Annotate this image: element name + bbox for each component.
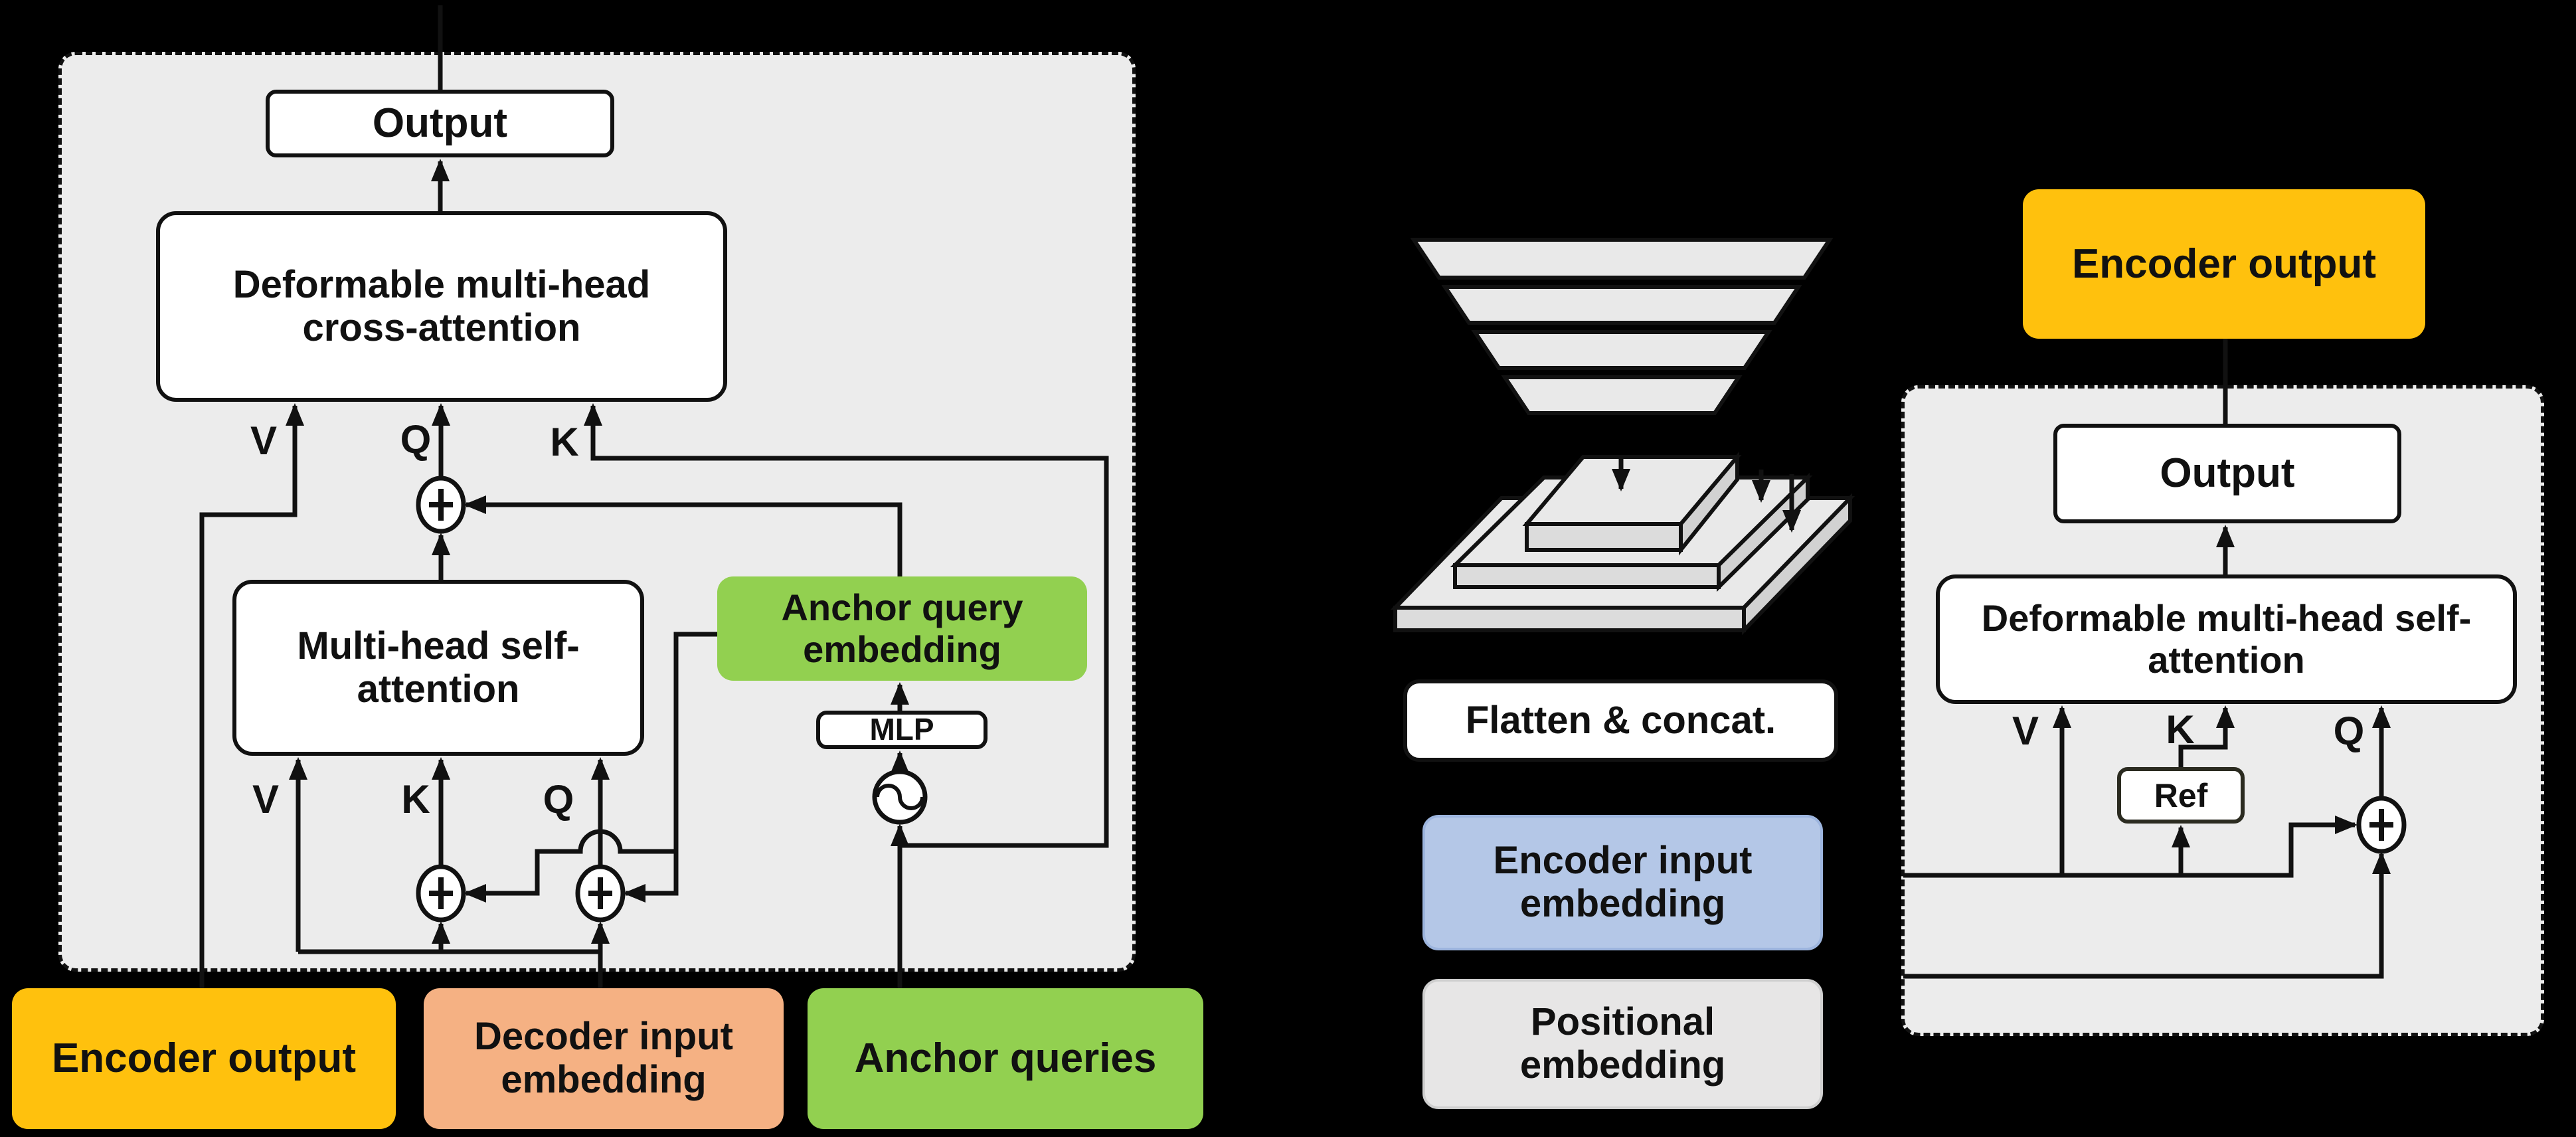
anchor-embed-to-qplus-arrow [623, 632, 717, 903]
decoder-encoder-output-label: Encoder output [51, 1035, 357, 1082]
decoder-cross-attention-label: Deformable multi-head cross-attention [232, 262, 651, 349]
encoder-input-embedding-label: Encoder input embedding [1493, 839, 1753, 925]
pyramid-level-3 [1471, 330, 1772, 370]
pos-bus-to-plus-arrow [1903, 851, 2391, 979]
decoder-k-plus-icon [416, 864, 466, 922]
positional-embedding-box: Positional embedding [1422, 979, 1823, 1109]
encoder-output-label: Encoder output [2071, 240, 2377, 287]
sine-generator-icon [872, 769, 928, 825]
anchor-query-embedding-box: Anchor query embedding [717, 576, 1087, 681]
feature-map-stack [1390, 451, 1855, 636]
decoder-self-attention-box: Multi-head self-attention [232, 580, 644, 756]
decoder-cross-v-label: V [250, 418, 278, 463]
decoder-output-box: Output [266, 90, 614, 157]
anchor-queries-label: Anchor queries [854, 1035, 1157, 1082]
decoder-input-embedding-label: Decoder input embedding [474, 1015, 733, 1101]
decoder-input-embedding-box: Decoder input embedding [424, 988, 784, 1129]
anchor-queries-box: Anchor queries [808, 988, 1203, 1129]
mlp-label: MLP [869, 712, 934, 747]
pyramid-level-4 [1501, 375, 1743, 415]
encoder-input-embedding-box: Encoder input embedding [1422, 815, 1823, 950]
encoder-self-attention-label: Deformable multi-head self-attention [1981, 596, 2472, 681]
anchor-embed-to-plus-arrow [464, 495, 902, 576]
flatten-arrows [1612, 456, 1801, 533]
decoder-self-attention-label: Multi-head self-attention [297, 624, 580, 711]
encoder-inner-output-label: Output [2160, 450, 2295, 497]
pyramid-level-2 [1441, 285, 1802, 325]
feature-pyramid [1410, 238, 1834, 415]
encoder-output-box: Encoder output [2023, 189, 2425, 339]
decoder-self-q-label: Q [543, 776, 574, 822]
mlp-box: MLP [816, 711, 987, 749]
anchor-query-embedding-label: Anchor query embedding [781, 586, 1023, 670]
encoder-k-label: K [2166, 707, 2195, 752]
decoder-encoder-output-box: Encoder output [12, 988, 396, 1129]
decoder-q-plus-icon [575, 864, 626, 922]
encoder-v-label: V [2012, 708, 2039, 753]
decoder-panel [58, 52, 1136, 972]
ref-to-enc-k-arrow [2178, 705, 2235, 767]
decoder-cross-attention-box: Deformable multi-head cross-attention [156, 211, 727, 402]
encoder-output-to-v-arrow [199, 403, 304, 988]
embed-bus-to-plus-arrow [1903, 816, 2358, 878]
decoder-self-k-label: K [401, 776, 430, 822]
ref-box: Ref [2117, 767, 2245, 824]
pyramid-level-1 [1410, 238, 1834, 280]
anchor-embed-to-kplus-arrow [464, 829, 676, 903]
positional-embedding-label: Positional embedding [1519, 1000, 1726, 1087]
decoder-cross-q-plus-icon [416, 476, 466, 534]
encoder-q-label: Q [2333, 708, 2365, 753]
flatten-concat-box: Flatten & concat. [1403, 679, 1838, 762]
encoder-inner-output-box: Output [2053, 424, 2401, 523]
anchor-queries-to-k-arrow [584, 403, 1109, 848]
decoder-wires [199, 5, 1109, 988]
decoder-cross-q-label: Q [400, 416, 432, 462]
slab-small [1522, 451, 1742, 556]
ref-label: Ref [2154, 776, 2208, 814]
decoder-output-label: Output [372, 100, 508, 147]
flatten-concat-label: Flatten & concat. [1465, 698, 1776, 742]
encoder-q-plus-icon [2356, 796, 2407, 854]
decoder-cross-k-label: K [550, 419, 579, 464]
add-nodes [416, 476, 2407, 922]
encoder-wires [1903, 339, 2391, 979]
encoder-self-attention-box: Deformable multi-head self-attention [1936, 574, 2517, 704]
decoder-self-v-label: V [252, 776, 280, 822]
